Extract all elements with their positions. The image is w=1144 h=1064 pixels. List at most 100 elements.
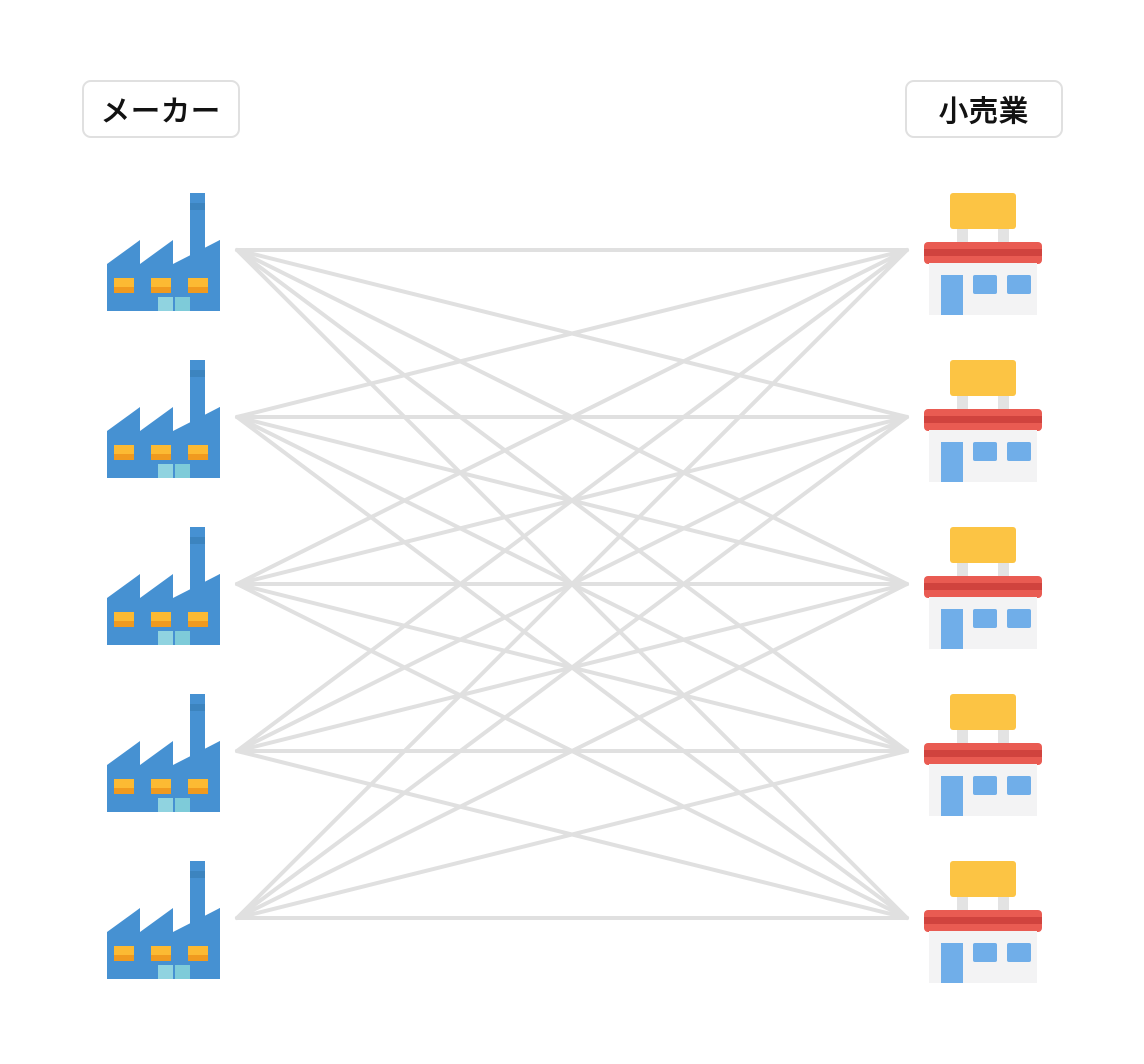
factory-door [175,464,190,478]
store-sign-post [998,897,1009,911]
factory-window [188,612,208,627]
factory-window [188,779,208,794]
factory-icon [107,360,220,478]
factory-chimney-band [190,203,205,210]
factory-node [107,360,220,483]
store-sign-post [957,229,968,243]
factory-window [188,445,208,460]
factory-window [151,946,171,961]
right-group-label-box: 小売業 [905,80,1063,138]
factory-body [107,741,220,812]
left-group-label: メーカー [100,96,221,128]
factory-body [107,908,220,979]
factory-node [107,861,220,984]
left-group-label-box: メーカー [82,80,240,138]
factory-node [107,694,220,817]
store-door [941,943,963,983]
factory-chimney [190,193,205,257]
factory-window [114,779,134,794]
factory-chimney [190,360,205,424]
factory-window [188,946,208,961]
store-icon [924,193,1042,315]
store-awning-stripe [924,917,1042,924]
store-sign-post [998,563,1009,577]
store-icon [924,694,1042,816]
connection-line [235,415,909,920]
factory-icon [107,527,220,645]
factory-chimney-band [190,704,205,711]
store-window [1007,442,1031,461]
store-sign-post [998,730,1009,744]
factory-door [175,798,190,812]
factory-door [158,464,173,478]
store-node [920,861,1046,988]
factory-icon [107,694,220,812]
factory-window [114,946,134,961]
store-icon [924,527,1042,649]
store-door [941,776,963,816]
store-sign-post [998,229,1009,243]
store-sign-post [957,897,968,911]
store-awning-stripe [924,583,1042,590]
store-node [920,360,1046,487]
store-awning-stripe [924,249,1042,256]
factory-door [158,965,173,979]
factory-node [107,193,220,316]
factory-body [107,574,220,645]
connection-line [235,248,909,753]
factory-icon [107,193,220,311]
factory-door [175,631,190,645]
connection-line [235,582,909,920]
factory-window [114,612,134,627]
store-sign [950,360,1016,396]
store-window [1007,943,1031,962]
store-icon [924,861,1042,983]
store-awning-stripe [924,416,1042,423]
store-sign [950,193,1016,229]
store-door [941,609,963,649]
factory-chimney [190,861,205,925]
store-window [973,275,997,294]
store-door [941,442,963,482]
store-node [920,527,1046,654]
store-awning-stripe [924,750,1042,757]
store-sign [950,694,1016,730]
factory-window [114,278,134,293]
factory-node [107,527,220,650]
factory-door [158,631,173,645]
connection-line [235,248,909,920]
factory-window [114,445,134,460]
store-window [973,776,997,795]
store-sign [950,861,1016,897]
store-window [1007,609,1031,628]
factory-chimney-band [190,370,205,377]
store-sign-post [957,563,968,577]
factory-body [107,407,220,478]
store-door [941,275,963,315]
store-node [920,193,1046,320]
right-group-label: 小売業 [938,96,1029,128]
factory-window [151,612,171,627]
factory-window [151,779,171,794]
factory-chimney-band [190,871,205,878]
store-window [973,442,997,461]
factory-chimney [190,527,205,591]
store-window [973,609,997,628]
store-icon [924,360,1042,482]
factory-door [158,798,173,812]
store-sign-post [957,730,968,744]
connection-line [235,248,909,419]
store-window [973,943,997,962]
factory-body [107,240,220,311]
factory-window [188,278,208,293]
store-sign-post [998,396,1009,410]
store-sign [950,527,1016,563]
factory-chimney-band [190,537,205,544]
factory-window [151,445,171,460]
factory-window [151,278,171,293]
store-node [920,694,1046,821]
factory-door [175,965,190,979]
store-window [1007,776,1031,795]
